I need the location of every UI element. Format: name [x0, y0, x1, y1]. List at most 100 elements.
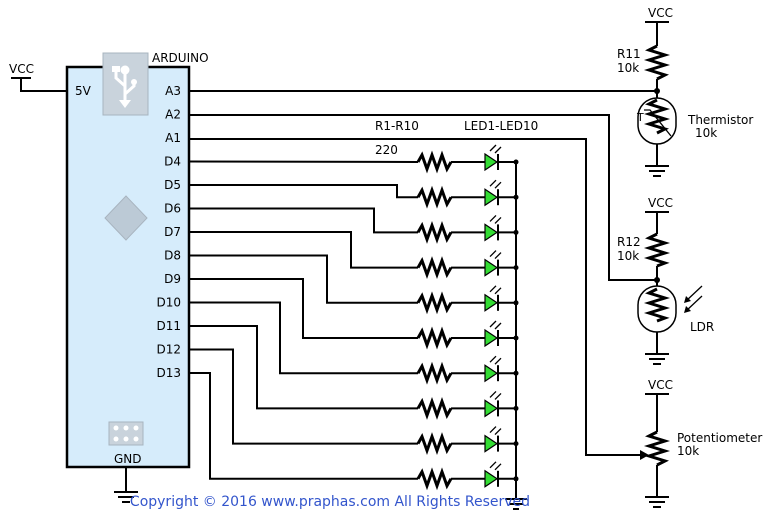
r12-name: R12 — [617, 235, 641, 249]
resistor-r2 — [416, 185, 453, 209]
r11-value: 10k — [617, 61, 639, 75]
pin-label-5v: 5V — [75, 84, 92, 98]
resistor-r10 — [416, 467, 453, 491]
thermistor-value: 10k — [695, 126, 717, 140]
thermistor-name: Thermistor — [687, 113, 753, 127]
board-ground — [114, 467, 138, 503]
led-channel-9 — [189, 348, 519, 456]
led-channel-2 — [189, 179, 519, 209]
wire-d12 — [189, 348, 418, 445]
resistor-r4 — [416, 256, 453, 280]
led-8 — [484, 399, 499, 418]
vcc-label-r12: VCC — [648, 196, 673, 210]
led-5 — [484, 293, 499, 312]
led-light-arrow-icon — [489, 144, 497, 152]
resistor-r8 — [416, 396, 453, 420]
resistor-r5 — [416, 291, 453, 315]
icsp-header — [108, 421, 144, 446]
potentiometer-element — [643, 430, 671, 467]
led-channel-5 — [189, 254, 519, 315]
chip-diamond — [104, 195, 148, 241]
led-channel-1 — [188, 144, 519, 174]
r11-resistor — [643, 44, 671, 81]
led-light-arrow-icon — [489, 355, 497, 363]
resistor-r7 — [416, 361, 453, 385]
wire-d4 — [188, 160, 419, 163]
wire-d9 — [189, 278, 418, 339]
ldr-divider: VCC R12 10k LDR — [617, 196, 714, 365]
ldr-element — [643, 287, 671, 323]
led-bank-name: LED1-LED10 — [464, 119, 538, 133]
wire-d6 — [189, 207, 418, 234]
pin-label-a2: A2 — [165, 108, 181, 122]
led-light-arrow-icon — [489, 461, 497, 469]
led-channel-7 — [189, 301, 519, 385]
light-arrows-icon — [684, 285, 703, 313]
thermistor-element — [643, 98, 671, 135]
led-ground-bus — [505, 162, 527, 510]
pin-label-d4: D4 — [164, 155, 181, 169]
wire-d11 — [189, 325, 418, 410]
led-1 — [484, 152, 499, 172]
led-channel-3 — [189, 207, 519, 244]
pin-label-d11: D11 — [156, 319, 181, 333]
resistor-r9 — [416, 432, 453, 456]
led-3 — [484, 223, 499, 242]
pin-label-d5: D5 — [164, 178, 181, 192]
thermistor-marker: T — [636, 111, 644, 124]
potentiometer-name: Potentiometer — [677, 431, 762, 445]
led-channel-6 — [189, 278, 519, 350]
arduino-board: ARDUINO 5V GND A3A2A1D4D5D6D7D8D9D10D11D… — [65, 51, 209, 469]
pin-label-d6: D6 — [164, 202, 181, 216]
resistor-bank-value: 220 — [375, 143, 398, 157]
pin-label-gnd: GND — [114, 452, 142, 466]
wiper-arrow-icon — [640, 450, 649, 460]
led-light-arrow-icon — [489, 250, 497, 258]
wire-d8 — [189, 254, 418, 304]
wire-d13 — [189, 372, 418, 480]
led-6 — [484, 328, 499, 348]
board-outline — [65, 65, 191, 469]
led-channel-10 — [189, 372, 519, 491]
led-7 — [484, 364, 499, 383]
led-9 — [484, 434, 499, 453]
wire-d7 — [189, 231, 418, 269]
led-channel-4 — [189, 231, 519, 280]
usb-icon — [112, 65, 137, 108]
led-10 — [484, 469, 499, 488]
vcc-label-pot: VCC — [648, 378, 673, 392]
led-channel-8 — [189, 325, 519, 420]
thermistor-divider: VCC R11 10k T Thermistor 10k — [617, 6, 753, 177]
r11-name: R11 — [617, 47, 641, 61]
led-2 — [484, 188, 499, 207]
vcc-label-left: VCC — [9, 62, 34, 76]
potentiometer-value: 10k — [677, 444, 699, 458]
resistor-r6 — [416, 326, 453, 350]
pin-label-a1: A1 — [165, 131, 181, 145]
wire-d10 — [189, 301, 418, 375]
pin-label-d12: D12 — [156, 343, 181, 357]
pin-label-d9: D9 — [164, 272, 181, 286]
led-light-arrow-icon — [489, 320, 497, 328]
led-light-arrow-icon — [489, 426, 497, 434]
wire-d5 — [189, 184, 418, 199]
ldr-name: LDR — [690, 320, 714, 334]
potentiometer-circuit: VCC Potentiometer 10k — [640, 378, 762, 508]
copyright-notice: Copyright © 2016 www.praphas.com All Rig… — [129, 494, 531, 510]
led-light-arrow-icon — [489, 214, 497, 222]
pin-label-a3: A3 — [165, 84, 181, 98]
led-channels — [188, 144, 519, 491]
resistor-r3 — [416, 220, 453, 244]
r12-resistor — [643, 232, 671, 268]
pin-label-d7: D7 — [164, 225, 181, 239]
vcc-label-r11: VCC — [648, 6, 673, 20]
led-light-arrow-icon — [489, 390, 497, 398]
led-light-arrow-icon — [489, 179, 497, 187]
pin-label-d13: D13 — [156, 366, 181, 380]
analog-wires — [189, 88, 660, 456]
resistor-bank-name: R1-R10 — [375, 119, 419, 133]
pin-label-d10: D10 — [156, 296, 181, 310]
